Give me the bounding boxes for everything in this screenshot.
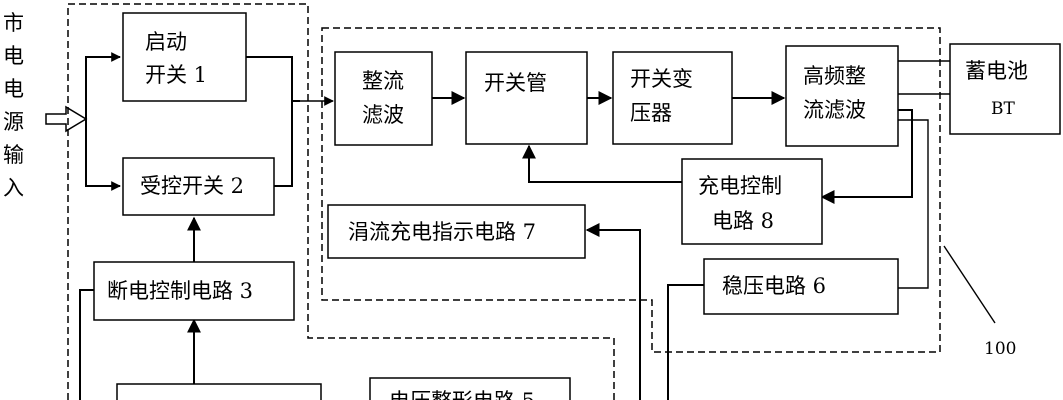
power-off-control-box: 断电控制电路 3 <box>93 261 295 321</box>
start-switch-label-1: 启动 <box>145 30 187 54</box>
mains-char-5: 输 <box>3 143 24 167</box>
switch-transformer-label-2: 压器 <box>630 101 672 125</box>
switch-transformer-box: 开关变 压器 <box>612 51 733 145</box>
trickle-indicator-label: 涓流充电指示电路 7 <box>348 220 536 244</box>
voltage-shaping-box: 电压整形电路 5 <box>369 377 571 400</box>
mains-char-6: 入 <box>3 176 24 200</box>
charge-control-label-1: 充电控制 <box>698 174 782 198</box>
charge-to-switchtube-wire <box>522 144 682 183</box>
module-100-boundary <box>321 27 941 353</box>
hf-to-regulator-wire <box>898 119 929 289</box>
input-fork-wire <box>85 56 120 187</box>
mains-char-2: 电 <box>3 44 24 68</box>
bottom-left-box <box>116 383 322 400</box>
power-off-control-label: 断电控制电路 3 <box>107 279 253 303</box>
controlled-switch-box: 受控开关 2 <box>122 157 275 216</box>
mains-char-4: 源 <box>3 110 24 134</box>
switch-transformer-label-1: 开关变 <box>630 67 693 91</box>
battery-box: 蓄电池 BT <box>949 43 1061 135</box>
module-100-label: 100 <box>984 339 1016 359</box>
hf-rectifier-filter-box: 高频整 流滤波 <box>785 45 899 147</box>
poweroff-left-wire <box>79 289 94 400</box>
switch-join-wire <box>246 56 300 187</box>
battery-label-1: 蓄电池 <box>965 59 1028 83</box>
start-switch-box: 启动 开关 1 <box>122 12 247 102</box>
controlled-switch-label: 受控开关 2 <box>140 174 244 198</box>
hf-rectifier-label-1: 高频整 <box>803 64 866 88</box>
input-hollow-arrow <box>45 105 88 133</box>
charge-control-box: 充电控制 电路 8 <box>681 158 823 245</box>
rectifier-filter-label-1: 整流 <box>362 69 404 93</box>
to-trickle-indicator-wire <box>585 223 641 400</box>
rectifier-filter-label-2: 滤波 <box>362 103 404 127</box>
mains-char-1: 市 <box>3 11 24 35</box>
voltage-shaping-label: 电压整形电路 5 <box>389 389 535 400</box>
hf-to-battery-wire <box>898 60 950 95</box>
mains-char-3: 电 <box>3 77 24 101</box>
mains-input-label: 市 电 电 源 输 入 <box>3 11 24 200</box>
hf-rectifier-label-2: 流滤波 <box>803 98 866 122</box>
regulator-label: 稳压电路 6 <box>722 274 826 298</box>
regulator-box: 稳压电路 6 <box>703 258 899 315</box>
battery-label-2: BT <box>991 99 1015 119</box>
rectifier-filter-box: 整流 滤波 <box>334 51 433 146</box>
module-100-leader <box>943 245 996 324</box>
switch-tube-box: 开关管 <box>465 51 588 145</box>
charge-control-label-2: 电路 8 <box>712 209 774 233</box>
switch-tube-label: 开关管 <box>484 71 547 95</box>
trickle-indicator-box: 涓流充电指示电路 7 <box>327 204 586 259</box>
left-module-boundary <box>67 3 615 400</box>
regulator-output-wire <box>667 284 704 400</box>
hf-to-charge-ctrl-wire <box>820 109 913 204</box>
start-switch-label-2: 开关 1 <box>145 63 207 87</box>
